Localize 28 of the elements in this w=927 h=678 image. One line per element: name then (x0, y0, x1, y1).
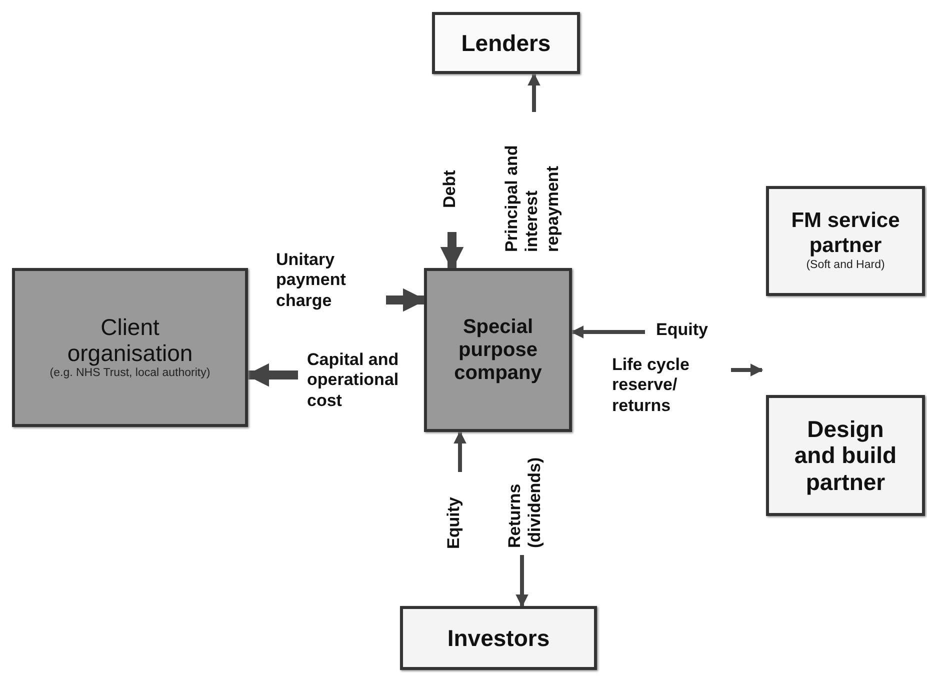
edge-label: Capital and operational cost (307, 350, 400, 412)
node-title: Design and build partner (793, 416, 898, 496)
edge-label: Returns (dividends) (505, 456, 546, 548)
flow-label: Life cycle reserve/ returns (612, 355, 690, 416)
arrow (570, 326, 645, 338)
party-box (766, 186, 925, 296)
node-note: (Soft and Hard) (806, 258, 885, 273)
node-title: Lenders (460, 30, 552, 56)
edge-label: Unitary payment charge (276, 250, 347, 312)
node-title: Investors (446, 624, 551, 652)
arrow (386, 288, 426, 312)
party-box (432, 12, 580, 74)
arrow (454, 430, 466, 472)
edge-label: Equity (444, 496, 464, 549)
edge-label: Equity (656, 320, 709, 340)
edge-label: Principal and interest repayment (502, 144, 563, 252)
party-box (400, 606, 597, 670)
node-title: Special purpose company (453, 316, 543, 384)
node-note: (e.g. NHS Trust, local authority) (50, 366, 210, 382)
arrow (440, 232, 464, 270)
node-title: FM service partner (790, 209, 901, 258)
edge-label: Debt (440, 169, 460, 208)
party-box (766, 395, 925, 516)
arrow (516, 555, 528, 608)
party-box (12, 268, 248, 427)
company-box (424, 268, 572, 432)
arrow (528, 72, 540, 112)
node-title: Client organisation (66, 314, 194, 366)
